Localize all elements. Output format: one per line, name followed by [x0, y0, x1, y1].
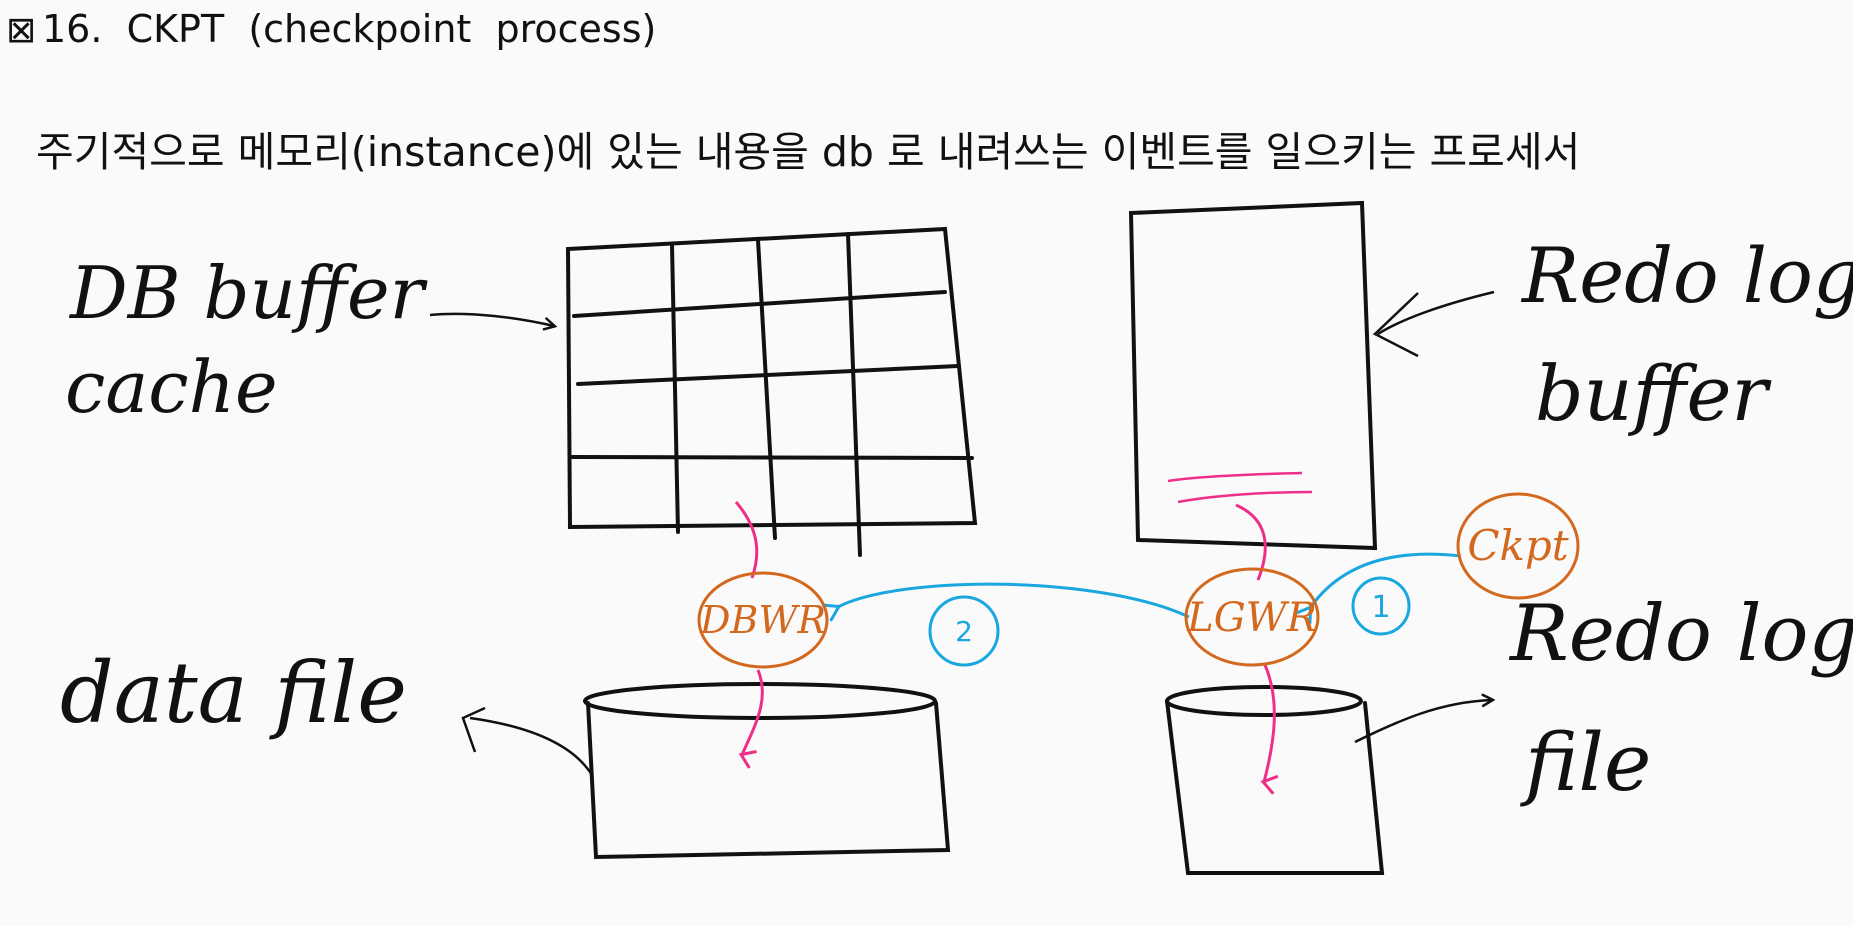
dbwr-process: DBWR: [697, 571, 829, 669]
step-1-label: 1: [1371, 590, 1390, 625]
blue-flow-arrows: [838, 552, 1462, 617]
data-file-label: data file: [60, 644, 407, 742]
description-text: 주기적으로 메모리(instance)에 있는 내용을 db 로 내려쓰는 이벤…: [36, 128, 1581, 176]
ckpt-label: Ckpt: [1467, 521, 1568, 570]
dbwr-label: DBWR: [699, 598, 826, 642]
page-title: ⊠16. CKPT (checkpoint process): [6, 10, 656, 49]
redo-log-file-label-line1: Redo log: [1508, 589, 1853, 679]
redo-log-file-label-line2: file: [1520, 716, 1651, 809]
step-1-marker: 1: [1351, 576, 1411, 636]
redo-log-buffer-label-line2: buffer: [1535, 349, 1772, 438]
db-buffer-cache-label-line2: cache: [65, 345, 278, 429]
pink-flow-arrows: [734, 501, 1274, 782]
redo-entries: [1167, 471, 1313, 504]
lgwr-process: LGWR: [1184, 567, 1320, 667]
checkbox-crossed-icon: ⊠: [6, 10, 37, 51]
data-file-cylinder: [583, 682, 951, 860]
title-text: 16. CKPT (checkpoint process): [42, 7, 657, 51]
ckpt-process: Ckpt: [1456, 492, 1580, 600]
label-pointer-arrows: [429, 290, 1494, 776]
step-2-marker: 2: [928, 595, 1000, 667]
lgwr-label: LGWR: [1186, 595, 1317, 641]
redo-log-file-cylinder: [1165, 685, 1385, 875]
redo-log-buffer-box: [1128, 200, 1378, 551]
db-buffer-cache-grid: [565, 226, 978, 557]
step-2-label: 2: [955, 615, 973, 648]
db-buffer-cache-label-line1: DB buffer: [68, 251, 428, 335]
redo-log-buffer-label-line1: Redo log: [1520, 231, 1853, 320]
